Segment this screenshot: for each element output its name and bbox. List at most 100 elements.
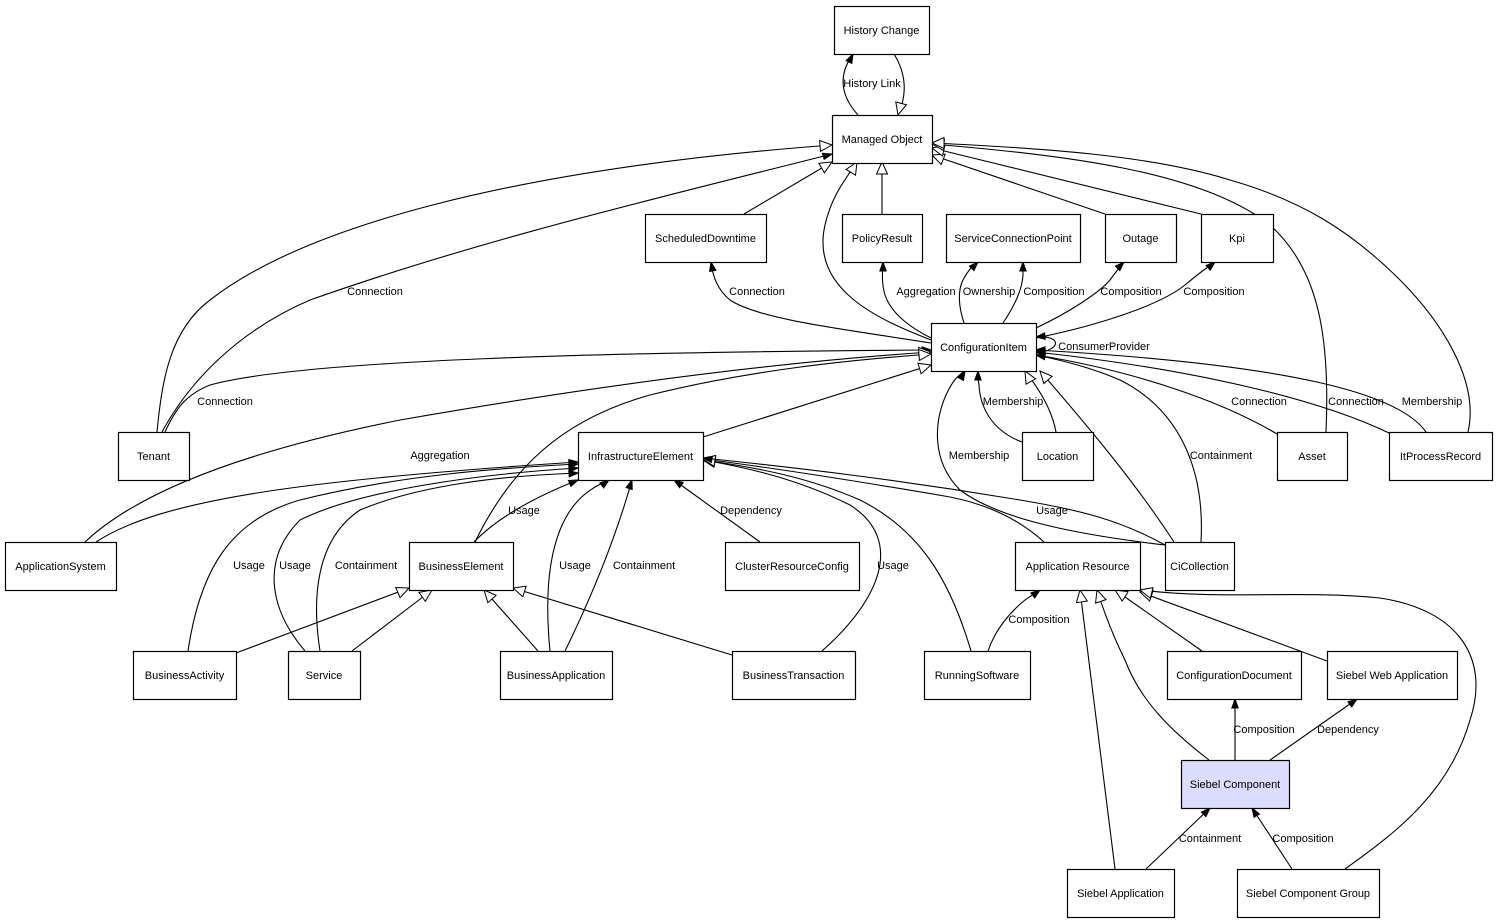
node-outage[interactable]: Outage (1104, 213, 1178, 264)
association-arrow-icon (845, 52, 854, 65)
edge-line (702, 457, 1166, 546)
node-box[interactable] (833, 5, 931, 56)
node-box[interactable] (1236, 868, 1381, 919)
association-arrow-icon (1034, 332, 1046, 340)
edge-line (156, 144, 833, 433)
edge-line (936, 370, 1166, 546)
node-box[interactable] (287, 650, 362, 701)
node-tenant[interactable]: Tenant (117, 431, 191, 482)
node-box[interactable] (117, 431, 191, 482)
node-label: CiCollection (1170, 561, 1229, 573)
edge-inheritance (474, 348, 933, 543)
edge-inheritance (930, 153, 1106, 215)
node-box[interactable] (132, 650, 238, 701)
node-business-transaction[interactable]: BusinessTransaction (731, 650, 857, 701)
node-asset[interactable]: Asset (1276, 431, 1349, 482)
edge-association-usage: Usage (547, 479, 611, 652)
inheritance-arrow-icon (845, 160, 858, 176)
edge-association-connection: Connection (709, 260, 932, 344)
edge-line (1035, 261, 1216, 339)
edge-inheritance (1138, 589, 1328, 662)
node-box[interactable] (1166, 650, 1303, 701)
association-arrow-icon (956, 369, 966, 382)
node-box[interactable] (1180, 759, 1291, 810)
node-box[interactable] (1200, 213, 1275, 264)
node-scheduled-downtime[interactable]: ScheduledDowntime (644, 213, 768, 264)
node-siebel-application[interactable]: Siebel Application (1066, 868, 1176, 919)
node-business-element[interactable]: BusinessElement (408, 541, 515, 592)
node-box[interactable] (1021, 431, 1095, 482)
node-siebel-component[interactable]: Siebel Component (1180, 759, 1291, 810)
node-running-software[interactable]: RunningSoftware (923, 650, 1032, 701)
inheritance-arrow-icon (930, 136, 945, 150)
node-box[interactable] (1066, 868, 1176, 919)
node-service[interactable]: Service (287, 650, 362, 701)
edge-label: Aggregation (896, 286, 955, 298)
node-application-system[interactable]: ApplicationSystem (4, 541, 118, 592)
node-box[interactable] (1164, 541, 1236, 592)
inheritance-arrow-icon (819, 139, 834, 153)
node-box[interactable] (1388, 431, 1494, 482)
node-history-change[interactable]: History Change (833, 5, 931, 56)
association-arrow-icon (1231, 697, 1239, 709)
node-box[interactable] (644, 213, 768, 264)
edge-inheritance (743, 161, 834, 215)
edge-inheritance (930, 144, 1202, 215)
node-box[interactable] (724, 541, 861, 592)
node-label: Kpi (1229, 233, 1245, 245)
edge-label: Connection (1231, 396, 1287, 408)
node-policy-result[interactable]: PolicyResult (841, 213, 924, 264)
node-label: ClusterResourceConfig (735, 561, 849, 573)
node-label: Application Resource (1026, 561, 1130, 573)
inheritance-arrow-icon (395, 587, 411, 599)
node-it-process-record[interactable]: ItProcessRecord (1388, 431, 1494, 482)
node-box[interactable] (731, 650, 857, 701)
edge-label: Containment (1179, 833, 1241, 845)
node-box[interactable] (408, 541, 515, 592)
node-location[interactable]: Location (1021, 431, 1095, 482)
edge-line (273, 467, 579, 652)
node-box[interactable] (831, 114, 934, 165)
node-box[interactable] (1326, 650, 1459, 701)
node-siebel-component-group[interactable]: Siebel Component Group (1236, 868, 1381, 919)
node-business-application[interactable]: BusinessApplication (499, 650, 614, 701)
node-box[interactable] (841, 213, 924, 264)
node-kpi[interactable]: Kpi (1200, 213, 1275, 264)
node-application-resource[interactable]: Application Resource (1014, 541, 1142, 592)
edge-association-connection: Connection (164, 346, 933, 433)
node-box[interactable] (499, 650, 614, 701)
node-business-activity[interactable]: BusinessActivity (132, 650, 238, 701)
inheritance-arrow-icon (418, 589, 433, 603)
node-managed-object[interactable]: Managed Object (831, 114, 934, 165)
node-box[interactable] (923, 650, 1032, 701)
edge-label: Composition (1008, 614, 1069, 626)
edge-label: Composition (1023, 286, 1084, 298)
node-configuration-item[interactable]: ConfigurationItem (930, 322, 1038, 373)
node-box[interactable] (577, 431, 705, 482)
node-box[interactable] (4, 541, 118, 592)
edge-line (474, 353, 932, 543)
association-arrow-icon (672, 479, 685, 489)
node-label: Outage (1122, 233, 1158, 245)
node-ci-collection[interactable]: CiCollection (1164, 541, 1236, 592)
node-service-connection-point[interactable]: ServiceConnectionPoint (945, 213, 1082, 264)
association-arrow-icon (1030, 589, 1042, 599)
node-box[interactable] (1014, 541, 1142, 592)
node-box[interactable] (1104, 213, 1178, 264)
node-box[interactable] (945, 213, 1082, 264)
edge-association-aggregation: Aggregation (95, 450, 580, 543)
inheritance-arrow-icon (1138, 586, 1154, 600)
node-box[interactable] (1276, 431, 1349, 482)
inheritance-arrow-icon (930, 153, 946, 166)
node-cluster-resource-config[interactable]: ClusterResourceConfig (724, 541, 861, 592)
node-infrastructure-element[interactable]: InfrastructureElement (577, 431, 705, 482)
node-box[interactable] (930, 322, 1038, 373)
node-siebel-web-application[interactable]: Siebel Web Application (1326, 650, 1459, 701)
edge-line (1139, 591, 1328, 662)
node-label: ConfigurationItem (940, 342, 1027, 354)
edge-label: Composition (1272, 833, 1333, 845)
node-configuration-document[interactable]: ConfigurationDocument (1166, 650, 1303, 701)
edge-label: ConsumerProvider (1058, 341, 1150, 353)
association-arrow-icon (1034, 346, 1046, 354)
